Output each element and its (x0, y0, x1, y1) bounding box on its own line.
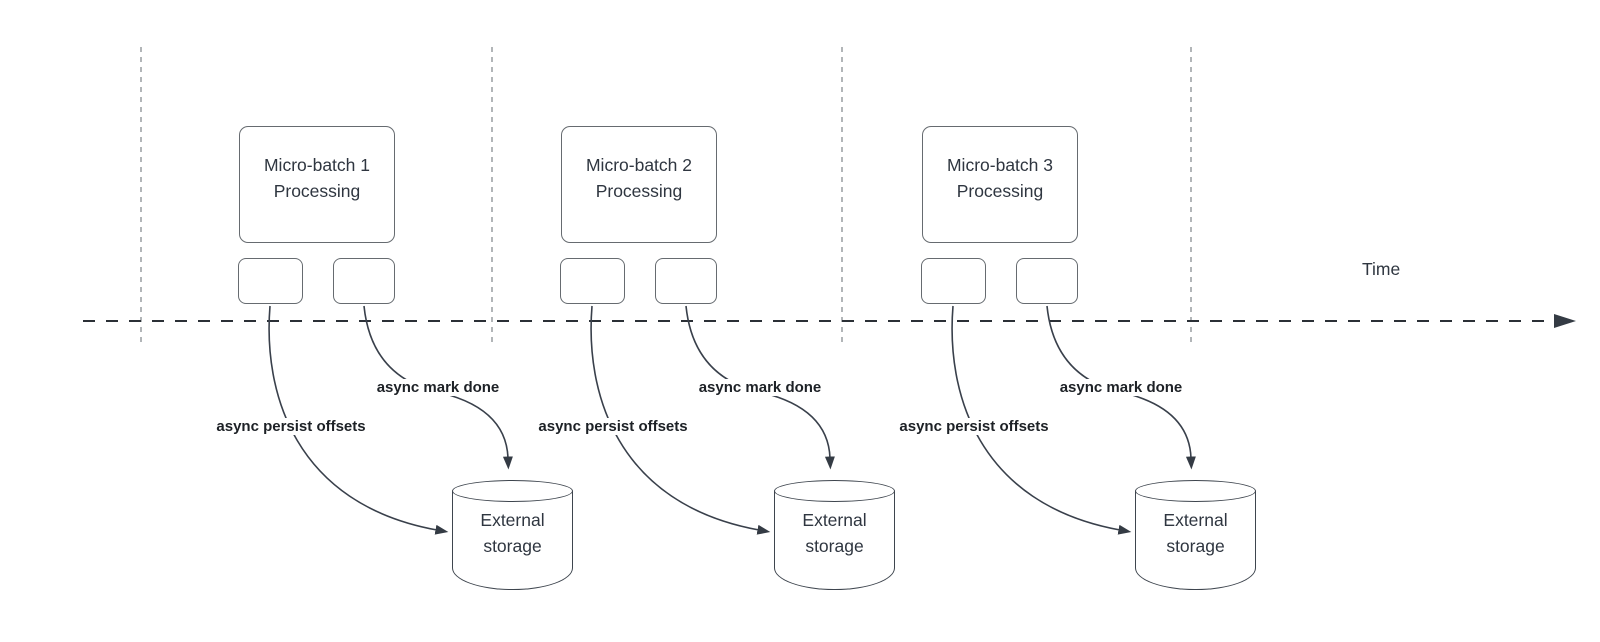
external-storage-cylinder: External storage (774, 480, 895, 590)
cylinder-body (1135, 491, 1256, 590)
processing-box-label-line1: Micro-batch 1 (263, 154, 370, 175)
persist-offsets-arrow-label: async persist offsets (896, 418, 1052, 435)
cylinder-lid (774, 480, 895, 502)
time-axis-label: Time (1362, 259, 1401, 279)
processing-box-label-line1: Micro-batch 3 (946, 154, 1053, 175)
persist-offsets-arrow-label: async persist offsets (213, 418, 369, 435)
cylinder-body (774, 491, 895, 590)
cylinder-lid (452, 480, 573, 502)
batch-group-3: Micro-batch 3 Processing async persist o… (896, 0, 1262, 642)
cylinder-lid (1135, 480, 1256, 502)
storage-label-line2: storage (805, 536, 864, 556)
persist-offsets-task-box (238, 258, 303, 304)
storage-label-line2: storage (483, 536, 542, 556)
persist-offsets-arrow (268, 305, 449, 535)
cylinder-body (452, 491, 573, 590)
external-storage-label: External storage (774, 507, 895, 559)
processing-box-label-line2: Processing (595, 180, 683, 201)
mark-done-task-box (333, 258, 395, 304)
storage-label-line1: External (1163, 510, 1228, 530)
mark-done-arrow-label: async mark done (1056, 379, 1186, 396)
processing-box-label-line2: Processing (273, 180, 361, 201)
persist-offsets-task-box (560, 258, 625, 304)
batch-group-1: Micro-batch 1 Processing async persist o… (213, 0, 579, 642)
storage-label-line1: External (802, 510, 867, 530)
batch-group-2: Micro-batch 2 Processing async persist o… (535, 0, 901, 642)
persist-offsets-arrow (951, 305, 1132, 535)
micro-batch-1-processing-box: Micro-batch 1 Processing (239, 126, 395, 243)
persist-offsets-task-box (921, 258, 986, 304)
micro-batch-2-processing-box: Micro-batch 2 Processing (561, 126, 717, 243)
processing-box-label-line2: Processing (956, 180, 1044, 201)
persist-offsets-arrow (590, 305, 771, 535)
external-storage-cylinder: External storage (452, 480, 573, 590)
external-storage-label: External storage (452, 507, 573, 559)
mark-done-arrow-label: async mark done (695, 379, 825, 396)
storage-label-line2: storage (1166, 536, 1225, 556)
external-storage-label: External storage (1135, 507, 1256, 559)
persist-offsets-arrow-label: async persist offsets (535, 418, 691, 435)
mark-done-task-box (655, 258, 717, 304)
micro-batch-3-processing-box: Micro-batch 3 Processing (922, 126, 1078, 243)
storage-label-line1: External (480, 510, 545, 530)
mark-done-arrow-label: async mark done (373, 379, 503, 396)
mark-done-task-box (1016, 258, 1078, 304)
external-storage-cylinder: External storage (1135, 480, 1256, 590)
processing-box-label-line1: Micro-batch 2 (585, 154, 692, 175)
